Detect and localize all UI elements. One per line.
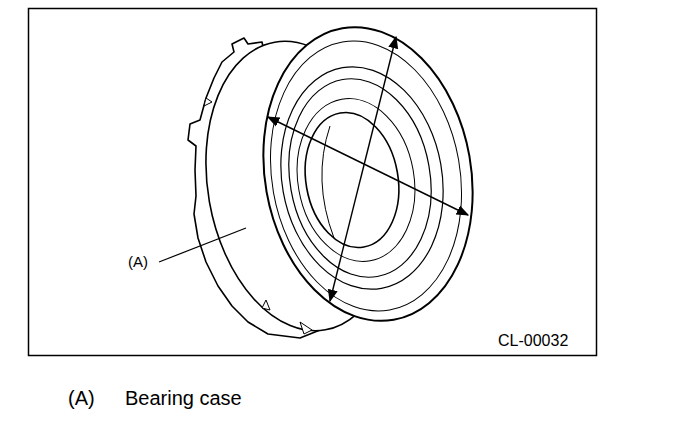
dimension-arrow xyxy=(330,37,396,301)
figure-frame xyxy=(29,9,597,356)
caption-text: Bearing case xyxy=(125,388,242,408)
callout-label: (A) xyxy=(128,254,148,269)
bearing-case xyxy=(184,10,495,345)
leader-line xyxy=(159,228,246,262)
figure-code: CL-00032 xyxy=(498,333,568,349)
dimension-arrow xyxy=(268,117,468,215)
caption-callout: (A) xyxy=(68,388,95,408)
